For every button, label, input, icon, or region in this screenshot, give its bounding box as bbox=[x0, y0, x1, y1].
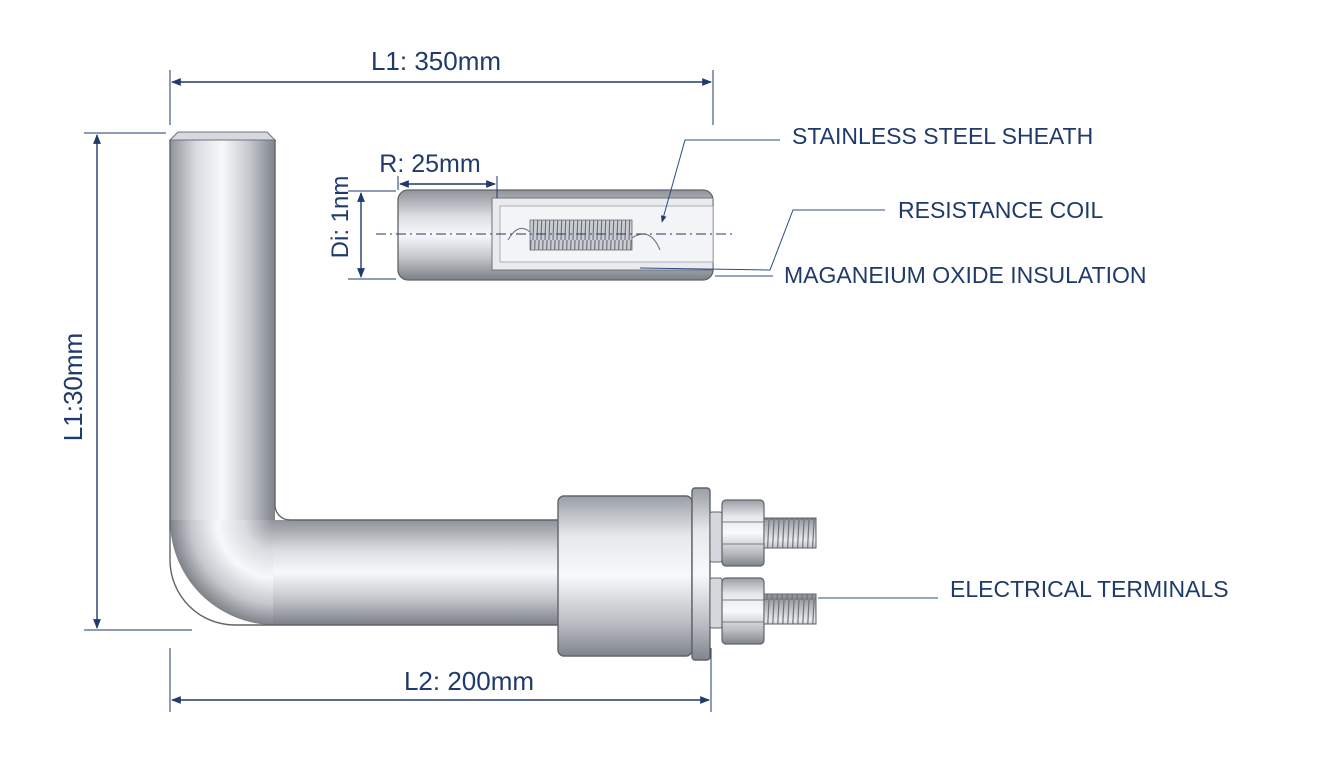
terminal-nut bbox=[721, 499, 765, 567]
dimension-diameter: Di: 1nm bbox=[327, 176, 396, 280]
tube-horizontal-leg bbox=[273, 520, 563, 625]
terminal-hub bbox=[557, 487, 817, 661]
callout-sheath-label: STAINLESS STEEL SHEATH bbox=[792, 123, 1093, 149]
terminal-thread bbox=[763, 517, 817, 549]
callout-terminals: ELECTRICAL TERMINALS bbox=[818, 576, 1229, 602]
dimension-vertical-length-label: L1:30mm bbox=[58, 333, 88, 441]
hub-body bbox=[557, 495, 693, 657]
tube-vertical-leg bbox=[170, 140, 275, 522]
hub-flange bbox=[691, 487, 711, 661]
terminal-thread bbox=[763, 593, 817, 625]
section-coil-lead bbox=[507, 227, 661, 251]
section-coil bbox=[529, 219, 633, 251]
dimension-diameter-label: Di: 1nm bbox=[327, 176, 354, 259]
callout-coil: RESISTANCE COIL bbox=[639, 197, 1104, 271]
terminal-upper bbox=[721, 499, 817, 567]
hub-washer-top bbox=[709, 511, 723, 563]
hub-washer-bottom bbox=[709, 577, 723, 629]
dimension-bottom-length-label: L2: 200mm bbox=[404, 666, 534, 696]
callout-sheath: STAINLESS STEEL SHEATH bbox=[661, 123, 1093, 223]
tube-top-cap bbox=[168, 131, 277, 141]
dimension-top-length-label: L1: 350mm bbox=[371, 46, 501, 76]
terminal-nut bbox=[721, 577, 765, 645]
dimension-bend-radius: R: 25mm bbox=[379, 150, 498, 198]
callout-insulation: MAGANEIUM OXIDE INSULATION bbox=[715, 262, 1147, 288]
dimension-top-length: L1: 350mm bbox=[169, 46, 714, 125]
callout-terminals-label: ELECTRICAL TERMINALS bbox=[950, 576, 1229, 602]
dimension-vertical-length: L1:30mm bbox=[58, 132, 192, 631]
callout-coil-label: RESISTANCE COIL bbox=[898, 197, 1104, 223]
dimension-bend-radius-label: R: 25mm bbox=[379, 150, 480, 178]
cross-section-detail bbox=[376, 189, 736, 281]
dimension-bottom-length: L2: 200mm bbox=[169, 648, 712, 712]
callout-insulation-label: MAGANEIUM OXIDE INSULATION bbox=[784, 262, 1147, 288]
heating-tube bbox=[168, 131, 563, 626]
tube-outline bbox=[169, 140, 563, 626]
tube-bend bbox=[170, 520, 275, 625]
terminal-lower bbox=[721, 577, 817, 645]
